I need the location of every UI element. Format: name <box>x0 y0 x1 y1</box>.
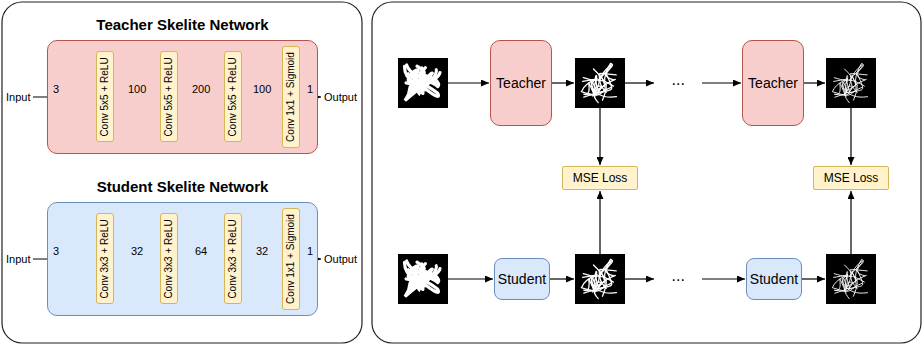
left-panel <box>2 2 362 343</box>
skeleton-strokes <box>581 259 616 298</box>
layer-label: Conv 3x3 + ReLU <box>99 219 111 298</box>
io-label: Input <box>6 91 30 103</box>
layer-label: Conv 5x5 + ReLU <box>227 57 239 136</box>
layer-label: Conv 5x5 + ReLU <box>163 57 175 136</box>
skeleton-image <box>826 254 876 304</box>
skeleton-strokes <box>581 63 616 102</box>
skeleton-image <box>398 254 448 304</box>
layer-box: Conv 5x5 + ReLU <box>96 51 114 142</box>
box-label: Teacher <box>496 75 546 91</box>
network-box: Student Skelite NetworkConv 3x3 + ReLUCo… <box>47 202 318 316</box>
skeleton-strokes <box>404 261 440 297</box>
layer-label: Conv 3x3 + ReLU <box>163 219 175 298</box>
io-label: Output <box>324 253 357 265</box>
network-title: Student Skelite Network <box>48 178 317 195</box>
io-label: Input <box>6 253 30 265</box>
channel-count: 100 <box>253 83 271 95</box>
channel-count: 100 <box>128 83 146 95</box>
skeleton-image <box>398 58 448 108</box>
layer-label: Conv 1x1 + Sigmoid <box>285 52 297 142</box>
channel-count: 1 <box>307 83 313 95</box>
skeleton-image <box>575 58 625 108</box>
box-label: Student <box>750 271 798 287</box>
skeleton-images <box>398 58 876 304</box>
layer-box: Conv 5x5 + ReLU <box>224 51 242 142</box>
channel-count: 200 <box>192 83 210 95</box>
box-label: MSE Loss <box>573 171 628 185</box>
layer-box: Conv 5x5 + ReLU <box>160 51 178 142</box>
channel-count: 32 <box>256 245 268 257</box>
layer-box: Conv 3x3 + ReLU <box>224 213 242 304</box>
channel-count: 32 <box>131 245 143 257</box>
network-title: Teacher Skelite Network <box>48 16 317 33</box>
io-label: Output <box>324 91 357 103</box>
box-label: MSE Loss <box>824 171 879 185</box>
skeleton-strokes <box>832 63 867 102</box>
channel-count: 1 <box>307 245 313 257</box>
process-box: Student <box>746 258 802 300</box>
layer-label: Conv 5x5 + ReLU <box>99 57 111 136</box>
skeleton-strokes <box>832 259 867 298</box>
layer-box: Conv 3x3 + ReLU <box>96 213 114 304</box>
layer-label: Conv 3x3 + ReLU <box>227 219 239 298</box>
box-label: Teacher <box>748 75 798 91</box>
layer-box: Conv 3x3 + ReLU <box>160 213 178 304</box>
layer-box: Conv 1x1 + Sigmoid <box>282 46 300 148</box>
box-label: Student <box>498 271 546 287</box>
process-box: Teacher <box>742 40 804 126</box>
process-box: Teacher <box>490 40 552 126</box>
process-box: MSE Loss <box>562 166 638 190</box>
right-panel <box>372 2 921 343</box>
ellipsis: ... <box>672 71 685 89</box>
layer-label: Conv 1x1 + Sigmoid <box>285 214 297 304</box>
skeleton-image <box>575 254 625 304</box>
channel-count: 3 <box>53 83 59 95</box>
layer-box: Conv 1x1 + Sigmoid <box>282 208 300 310</box>
network-box: Teacher Skelite NetworkConv 5x5 + ReLUCo… <box>47 40 318 154</box>
skeleton-strokes <box>404 65 440 101</box>
skeleton-image <box>826 58 876 108</box>
channel-count: 64 <box>195 245 207 257</box>
process-box: Student <box>494 258 550 300</box>
ellipsis: ... <box>672 267 685 285</box>
channel-count: 3 <box>53 245 59 257</box>
process-box: MSE Loss <box>813 166 889 190</box>
